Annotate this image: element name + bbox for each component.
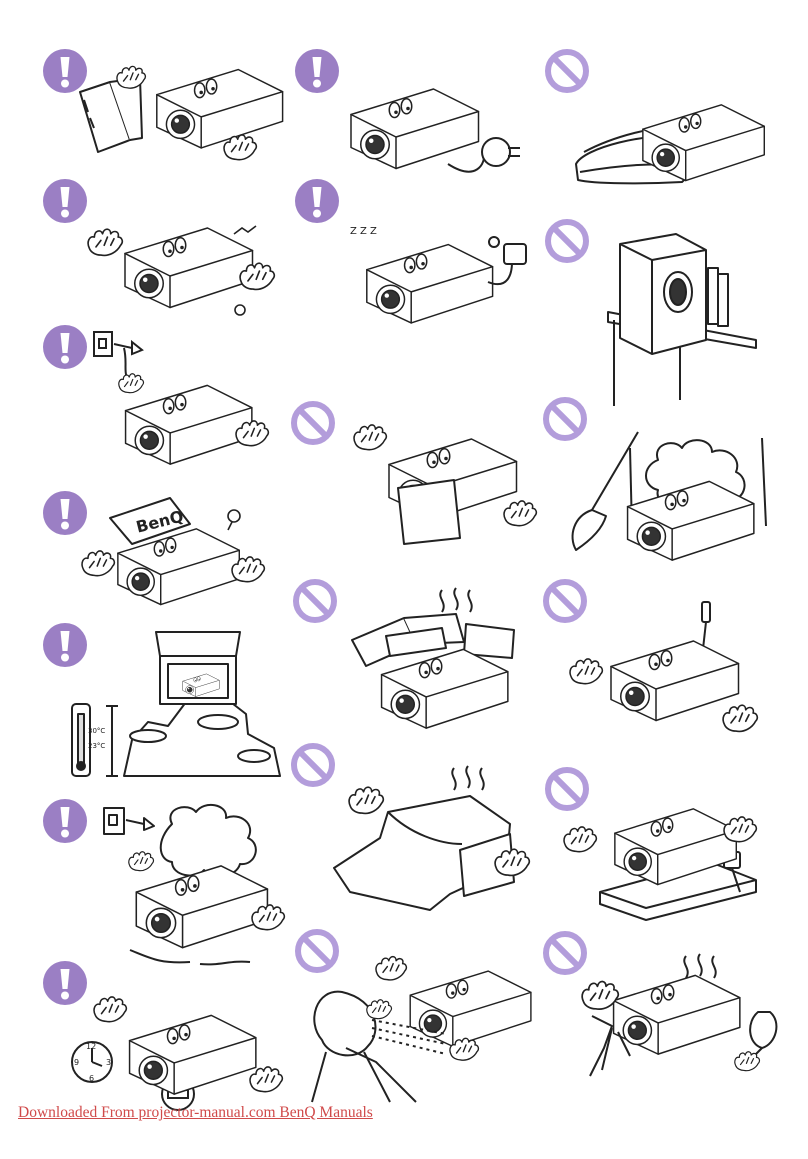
footer-download-link[interactable]: Downloaded From projector-manual.com Ben… (18, 1104, 373, 1121)
temperature-high-label: 30°C (88, 727, 105, 735)
unplug-before-moving-illustration (92, 330, 270, 465)
soft-surface-illustration (574, 104, 766, 192)
blocked-lens-illustration (353, 424, 538, 546)
box-on-projector-illustration: BenQ (81, 494, 266, 606)
overheated-box-illustration (346, 584, 540, 729)
eye-hazard-illustration (306, 955, 532, 1104)
clock-cooldown-illustration: 12 3 6 9 (70, 996, 284, 1112)
temperature-low-label: 23°C (88, 742, 105, 750)
sleeping-projector-illustration: Z Z Z (350, 226, 536, 324)
stacked-unstable-illustration (563, 808, 758, 920)
temperature-altitude-illustration: 30°C 23°C (68, 630, 284, 780)
vertical-position-illustration (606, 228, 762, 408)
clock-number-6: 6 (89, 1074, 94, 1083)
tilted-projector-illustration (87, 204, 276, 334)
read-manual-illustration (70, 65, 284, 161)
hot-vents-illustration (581, 952, 784, 1082)
caution-exclamation-icon (42, 798, 88, 844)
screwdriver-tamper-illustration (569, 602, 759, 733)
caution-exclamation-icon (42, 324, 88, 370)
prohibited-icon (292, 578, 338, 624)
prohibited-icon (544, 48, 590, 94)
clock-number-9: 9 (74, 1058, 79, 1067)
svg-text:Z Z Z: Z Z Z (350, 226, 377, 237)
clock-number-3: 3 (106, 1058, 111, 1067)
clock-number-12: 12 (86, 1042, 96, 1051)
caution-exclamation-icon (294, 48, 340, 94)
plug-connection-illustration (350, 88, 536, 190)
caution-exclamation-icon (42, 178, 88, 224)
covered-projector-illustration (330, 764, 531, 914)
smoke-unplug-illustration (100, 800, 286, 970)
caution-exclamation-icon (294, 178, 340, 224)
prohibited-icon (290, 400, 336, 446)
dusty-environment-illustration (566, 430, 766, 561)
prohibited-icon (544, 218, 590, 264)
